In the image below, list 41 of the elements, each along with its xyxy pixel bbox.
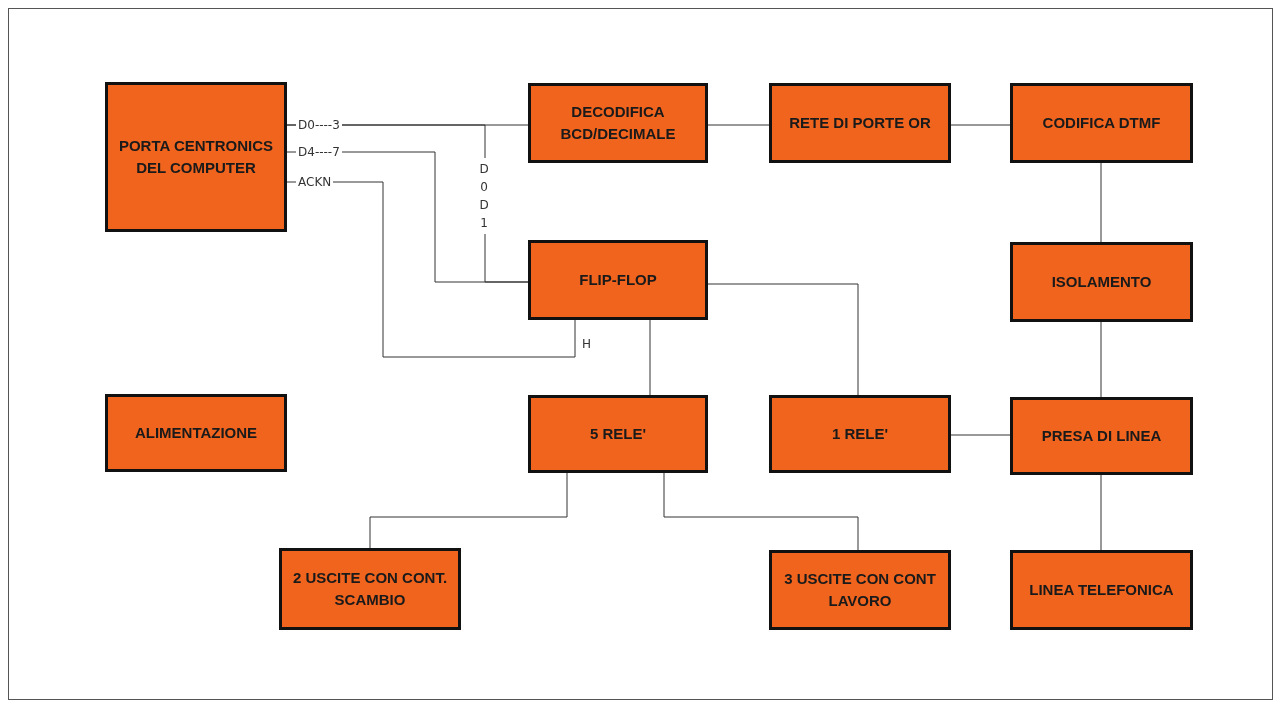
- box-label: 5 RELE': [588, 423, 648, 444]
- process-box: [528, 83, 708, 163]
- box-label: RETE DI PORTE OR: [788, 112, 932, 133]
- connector-line: [369, 472, 568, 549]
- process-box: [1010, 83, 1193, 163]
- process-box: [769, 83, 951, 163]
- connector-line: [950, 124, 1011, 126]
- connector-line: [1100, 474, 1102, 551]
- box-label: 3 USCITE CON CONT LAVORO: [783, 568, 937, 611]
- process-box: [1010, 397, 1193, 475]
- connector-line: [707, 283, 859, 396]
- process-box: [1010, 242, 1193, 322]
- box-label: ISOLAMENTO: [1050, 271, 1153, 292]
- box-label: CODIFICA DTMF: [1041, 112, 1162, 133]
- connector-line: [707, 124, 770, 126]
- signal-label: D0 D1: [478, 158, 490, 234]
- process-box: [528, 240, 708, 320]
- process-box: [528, 395, 708, 473]
- connector-line: [649, 319, 651, 396]
- process-box: [105, 82, 287, 232]
- edge-label: D4----7: [296, 145, 342, 159]
- box-label: PRESA DI LINEA: [1040, 425, 1163, 446]
- box-label: PORTA CENTRONICS DEL COMPUTER: [117, 135, 275, 178]
- process-box: [769, 550, 951, 630]
- process-box: [105, 394, 287, 472]
- connector-line: [663, 472, 859, 551]
- connector-line: [1100, 162, 1102, 243]
- process-box: [769, 395, 951, 473]
- connector-line: [1100, 321, 1102, 398]
- connector-line: [286, 181, 576, 358]
- connector-line: [950, 434, 1011, 436]
- box-label: 1 RELE': [830, 423, 890, 444]
- box-label: LINEA TELEFONICA: [1028, 579, 1175, 600]
- process-box: [1010, 550, 1193, 630]
- process-box: [279, 548, 461, 630]
- edge-label: ACKN: [296, 175, 334, 189]
- box-label: FLIP-FLOP: [578, 269, 658, 290]
- box-label: ALIMENTAZIONE: [133, 422, 259, 443]
- box-label: DECODIFICA BCD/DECIMALE: [559, 101, 677, 144]
- box-label: 2 USCITE CON CONT. SCAMBIO: [291, 567, 449, 610]
- edge-label: D0----3: [296, 118, 342, 132]
